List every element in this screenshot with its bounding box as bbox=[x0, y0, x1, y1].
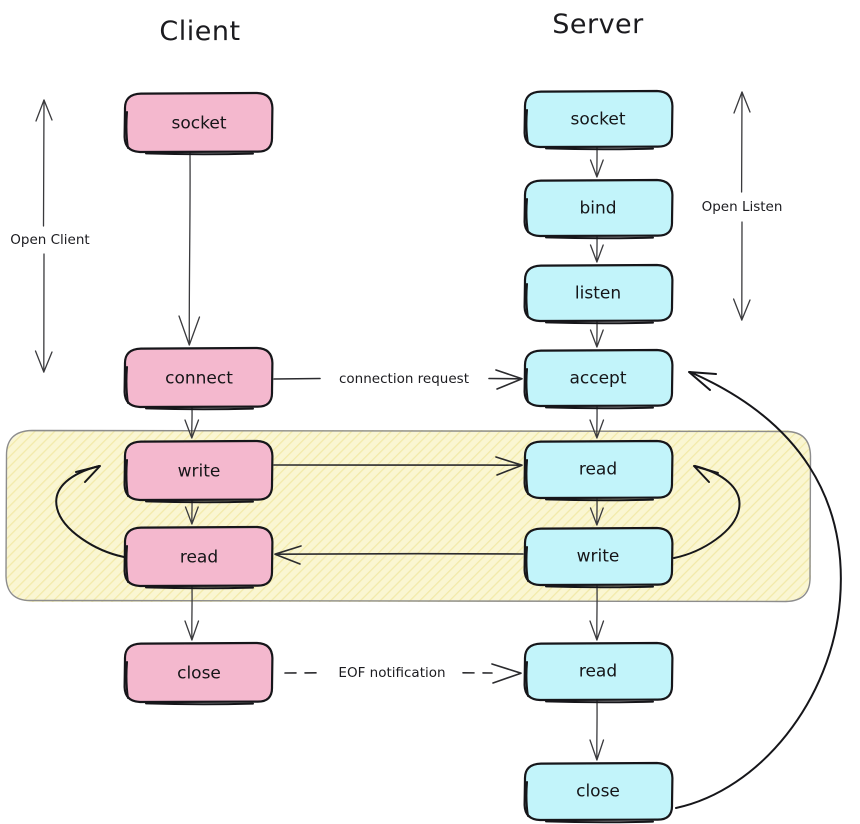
node-label: accept bbox=[569, 369, 626, 389]
node-label: socket bbox=[172, 114, 227, 134]
range-marker-open-listen: Open Listen bbox=[702, 91, 783, 321]
node-label: close bbox=[177, 664, 221, 684]
lane-title-server: Server bbox=[552, 9, 644, 40]
node-label: write bbox=[577, 547, 620, 567]
node-server-socket[interactable]: socket bbox=[523, 89, 674, 151]
node-label: read bbox=[579, 460, 617, 480]
edge-client-socket-to-connect bbox=[178, 152, 201, 346]
node-label: read bbox=[579, 662, 617, 682]
edge-server-read-to-write bbox=[589, 498, 604, 526]
node-client-close[interactable]: close bbox=[123, 641, 274, 706]
edge-server-write-to-client-read bbox=[274, 545, 524, 565]
node-server-listen[interactable]: listen bbox=[523, 263, 674, 325]
node-server-write[interactable]: write bbox=[523, 526, 674, 589]
range-marker-open-client: Open Client bbox=[10, 99, 90, 373]
node-client-write[interactable]: write bbox=[123, 439, 274, 504]
node-client-socket[interactable]: socket bbox=[123, 91, 274, 156]
open-listen-label: Open Listen bbox=[702, 199, 783, 215]
edge-server-bind-to-listen bbox=[589, 236, 604, 263]
node-server-accept[interactable]: accept bbox=[523, 348, 674, 410]
eof-notification-label: EOF notification bbox=[338, 665, 445, 681]
open-client-label: Open Client bbox=[10, 232, 89, 248]
edge-client-close-to-server-read2: EOF notification bbox=[284, 663, 522, 684]
node-client-read[interactable]: read bbox=[123, 525, 274, 590]
node-server-read-1[interactable]: read bbox=[523, 439, 674, 502]
lane-title-client: Client bbox=[159, 16, 240, 47]
node-label: listen bbox=[575, 284, 621, 304]
node-client-connect[interactable]: connect bbox=[123, 346, 274, 411]
node-server-close[interactable]: close bbox=[523, 761, 674, 824]
edge-server-write-to-read2 bbox=[589, 585, 605, 641]
node-server-bind[interactable]: bind bbox=[523, 178, 674, 240]
node-label: socket bbox=[571, 110, 626, 130]
node-server-read-2[interactable]: read bbox=[523, 641, 674, 704]
connection-request-label: connection request bbox=[339, 371, 469, 387]
node-label: bind bbox=[579, 199, 616, 219]
edge-connect-to-accept: connection request bbox=[273, 369, 523, 390]
edge-server-close-to-accept bbox=[675, 371, 842, 809]
edge-server-write-loop-to-read bbox=[673, 465, 741, 559]
node-label: close bbox=[576, 782, 620, 802]
edge-client-write-to-server-read bbox=[273, 456, 523, 476]
edge-server-read2-to-close bbox=[589, 700, 605, 761]
edge-client-read-loop-to-write bbox=[55, 465, 125, 558]
node-label: write bbox=[178, 462, 221, 482]
edge-client-connect-to-write bbox=[184, 407, 200, 439]
node-label: connect bbox=[165, 369, 233, 389]
edge-server-listen-to-accept bbox=[589, 321, 604, 348]
edge-server-accept-to-read bbox=[589, 406, 605, 439]
edge-server-socket-to-bind bbox=[589, 147, 604, 178]
node-label: read bbox=[180, 548, 218, 568]
edge-client-read-to-close bbox=[184, 586, 200, 641]
